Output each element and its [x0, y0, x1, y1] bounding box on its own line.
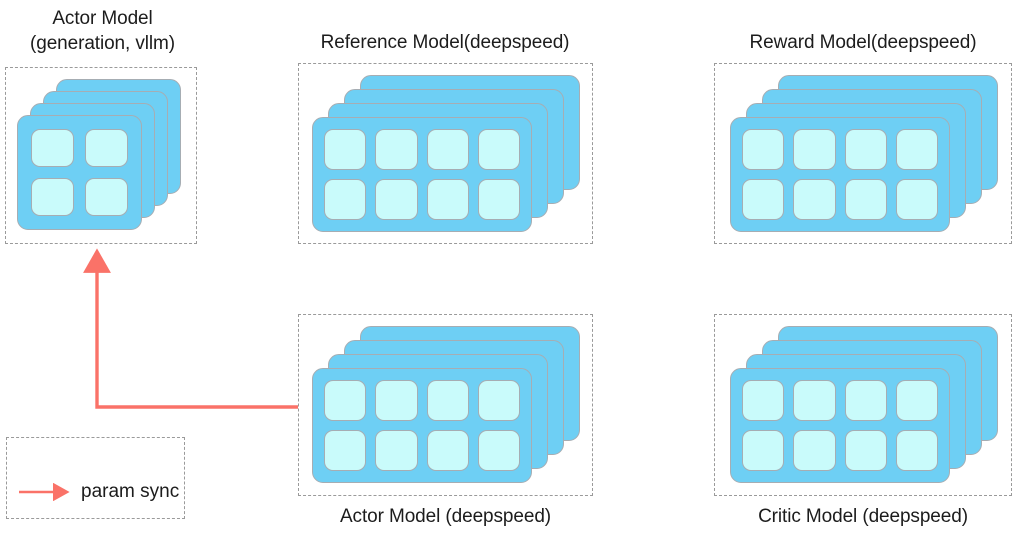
gpu-chip: [324, 430, 367, 471]
card-layer-1: [312, 368, 532, 483]
gpu-chip: [844, 179, 887, 220]
frame-critic-model: [714, 314, 1012, 496]
caption-reference-model: Reference Model(deepspeed): [320, 32, 570, 53]
legend-label: param sync: [81, 481, 180, 502]
param-sync-arrow-icon: [19, 483, 70, 501]
caption-actor-vllm: Actor Model (generation, vllm): [30, 8, 175, 54]
frame-reward-model: [714, 63, 1012, 244]
gpu-chip: [375, 430, 418, 471]
caption-critic-model: Critic Model (deepspeed): [758, 506, 968, 527]
stack-reward-model: [714, 63, 1012, 244]
gpu-chip: [85, 129, 128, 167]
gpu-chip: [426, 430, 469, 471]
gpu-chip: [895, 430, 938, 471]
gpu-chip: [31, 129, 74, 167]
caption-reward-model: Reward Model(deepspeed): [749, 32, 977, 53]
gpu-chip: [477, 430, 520, 471]
gpu-chip: [375, 179, 418, 220]
caption-actor-deepspeed: Actor Model (deepspeed): [339, 506, 552, 527]
gpu-chip: [324, 380, 367, 421]
gpu-chip: [324, 129, 367, 170]
gpu-chip: [426, 179, 469, 220]
stack-actor-deepspeed: [298, 314, 593, 496]
card-layer-1: [730, 117, 950, 232]
gpu-chip: [793, 430, 836, 471]
gpu-chip: [793, 380, 836, 421]
gpu-chip: [895, 179, 938, 220]
stack-critic-model: [714, 314, 1012, 496]
gpu-chip: [895, 380, 938, 421]
gpu-chip: [742, 430, 785, 471]
gpu-chip: [477, 380, 520, 421]
gpu-chip: [844, 380, 887, 421]
gpu-chip: [793, 129, 836, 170]
gpu-chip: [844, 129, 887, 170]
card-layer-1: [730, 368, 950, 483]
stack-actor-vllm: [5, 67, 197, 244]
gpu-chip: [426, 380, 469, 421]
stack-reference-model: [298, 63, 593, 244]
gpu-chip: [85, 178, 128, 216]
gpu-chip: [742, 380, 785, 421]
gpu-chip: [324, 179, 367, 220]
gpu-chip: [895, 129, 938, 170]
frame-actor-vllm: [5, 67, 197, 244]
gpu-chip: [477, 179, 520, 220]
gpu-chip: [742, 129, 785, 170]
gpu-chip: [742, 179, 785, 220]
gpu-chip: [477, 129, 520, 170]
legend-frame: [6, 437, 185, 519]
card-layer-1: [17, 115, 142, 230]
card-layer-1: [312, 117, 532, 232]
gpu-chip: [844, 430, 887, 471]
legend-param-sync: param sync: [18, 481, 179, 503]
gpu-chip: [375, 380, 418, 421]
frame-actor-deepspeed: [298, 314, 593, 496]
gpu-chip: [793, 179, 836, 220]
gpu-chip: [31, 178, 74, 216]
gpu-chip: [426, 129, 469, 170]
gpu-chip: [375, 129, 418, 170]
frame-reference-model: [298, 63, 593, 244]
